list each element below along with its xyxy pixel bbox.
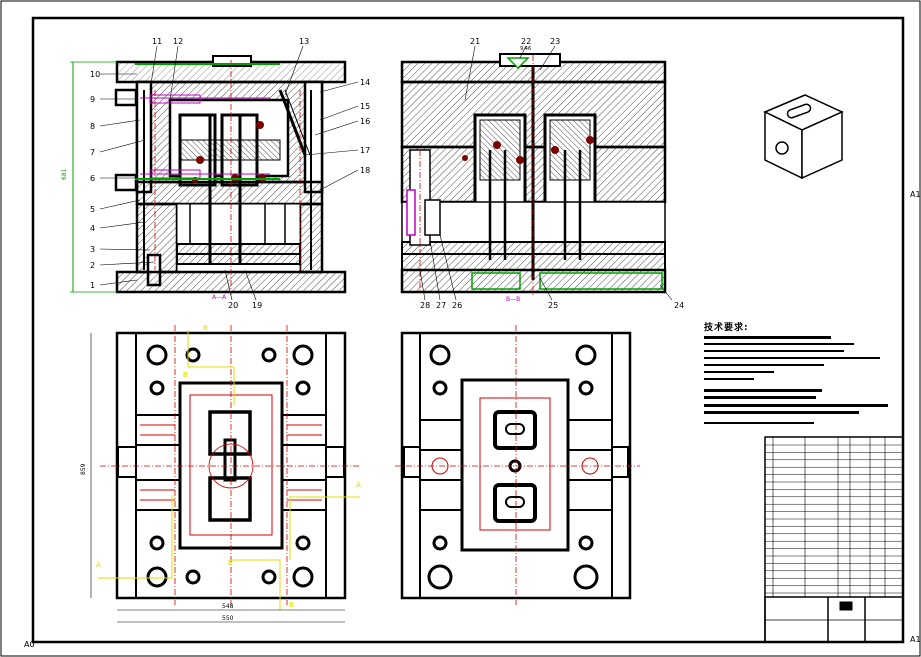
dim-plan-inner-width: 548 xyxy=(222,603,234,610)
product-isometric xyxy=(763,94,844,180)
part-label-26: 26 xyxy=(452,301,462,310)
part-label-4: 4 xyxy=(90,224,95,233)
drawing-frame xyxy=(31,16,905,644)
part-label-6: 6 xyxy=(90,174,95,183)
note-line xyxy=(704,350,844,352)
cut-marker-b3: B xyxy=(228,559,233,567)
note-line xyxy=(704,404,888,407)
note-line xyxy=(704,343,854,345)
part-label-2: 2 xyxy=(90,261,95,270)
part-label-20: 20 xyxy=(228,301,238,310)
dim-plan-outer-width: 550 xyxy=(222,615,234,622)
notes-title: 技术要求: xyxy=(704,323,749,333)
cut-marker-a2: A xyxy=(356,481,361,489)
cut-marker-a1: A xyxy=(96,561,101,569)
part-label-27: 27 xyxy=(436,301,446,310)
corner-label-bottom-left: A0 xyxy=(24,640,35,649)
part-label-8: 8 xyxy=(90,122,95,131)
note-line xyxy=(704,364,824,366)
note-line xyxy=(704,422,814,424)
cut-marker-b4: B xyxy=(289,601,294,609)
dim-plan-height: 859 xyxy=(80,463,87,475)
dim-top-right: 9.46 xyxy=(520,46,531,52)
title-block xyxy=(764,436,904,643)
note-line xyxy=(704,389,822,392)
part-label-5: 5 xyxy=(90,205,95,214)
corner-label-right-bottom: A1 xyxy=(910,635,921,644)
part-label-10: 10 xyxy=(90,70,100,79)
cut-marker-b1: B xyxy=(203,324,208,332)
corner-label-right-top: A1 xyxy=(910,190,921,199)
part-label-18: 18 xyxy=(360,166,370,175)
part-label-24: 24 xyxy=(674,301,684,310)
part-label-9: 9 xyxy=(90,95,95,104)
section-view-b: B—B 9.46 xyxy=(400,46,667,303)
part-label-21: 21 xyxy=(470,37,480,46)
section-view-a: 681 A—A xyxy=(61,55,347,301)
note-line xyxy=(704,371,774,373)
part-label-19: 19 xyxy=(252,301,262,310)
part-label-25: 25 xyxy=(548,301,558,310)
section-label-left: A—A xyxy=(212,294,227,301)
part-label-17: 17 xyxy=(360,146,370,155)
note-line xyxy=(704,378,754,380)
cut-marker-b2: B xyxy=(183,371,188,379)
part-label-16: 16 xyxy=(360,117,370,126)
note-line xyxy=(704,357,880,359)
note-line xyxy=(704,396,816,399)
part-label-15: 15 xyxy=(360,102,370,111)
dim-left-height: 681 xyxy=(61,168,68,180)
note-line xyxy=(704,411,859,414)
part-label-12: 12 xyxy=(173,37,183,46)
plan-view-right xyxy=(395,325,640,605)
part-label-7: 7 xyxy=(90,148,95,157)
part-label-1: 1 xyxy=(90,281,95,290)
section-label-right: B—B xyxy=(506,296,520,303)
plan-view-left: A A B B B B 859 548 550 xyxy=(80,324,361,623)
part-label-28: 28 xyxy=(420,301,430,310)
part-label-13: 13 xyxy=(299,37,309,46)
part-label-3: 3 xyxy=(90,245,95,254)
part-label-11: 11 xyxy=(152,37,162,46)
part-label-14: 14 xyxy=(360,78,370,87)
note-line xyxy=(704,336,831,339)
part-label-22: 22 xyxy=(521,37,531,46)
part-label-23: 23 xyxy=(550,37,560,46)
